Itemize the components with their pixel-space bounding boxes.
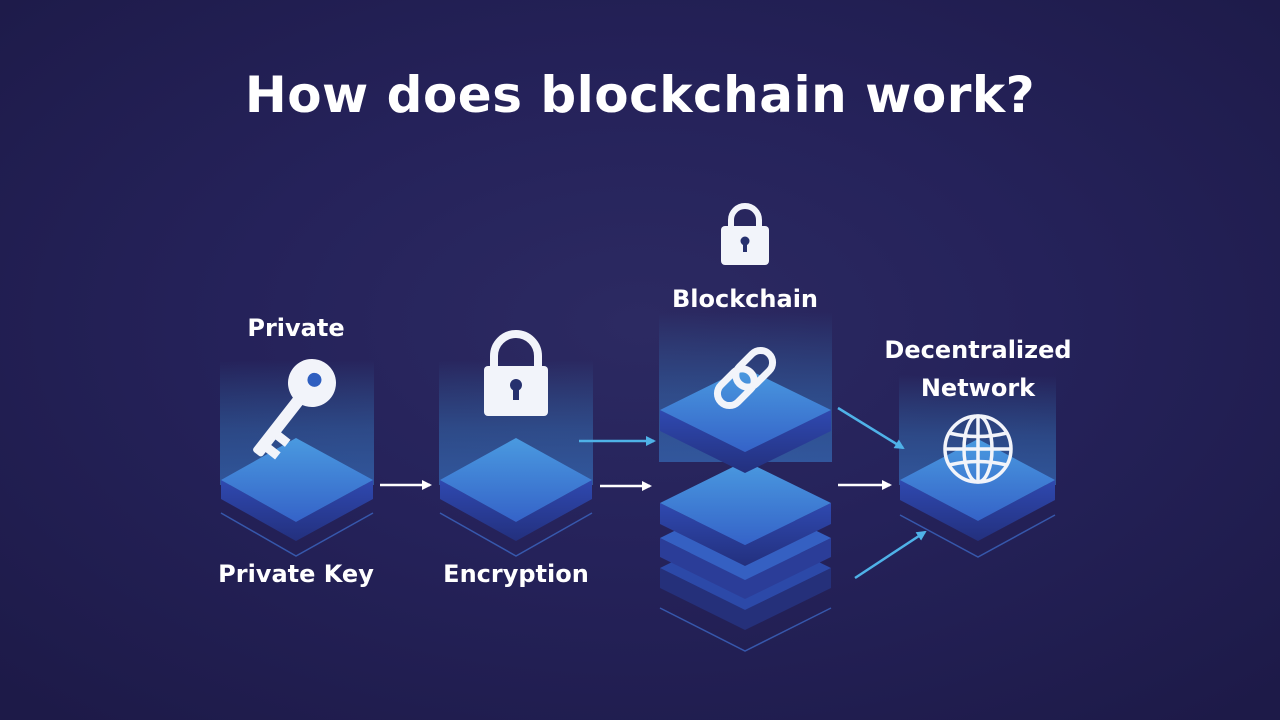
padlock-icon (484, 330, 548, 416)
padlock-icon (721, 203, 769, 265)
stage-encryption (439, 330, 593, 557)
tile-shadow-line (659, 607, 832, 652)
tile-shadow-line (899, 514, 1056, 558)
tile-shadow-line (439, 512, 593, 557)
arrow-diagonal (854, 530, 927, 580)
label-blockchain: Blockchain (671, 285, 818, 313)
stage-network (899, 375, 1056, 558)
tile (440, 438, 592, 541)
label-line: Network (920, 374, 1036, 402)
arrow-diagonal (837, 406, 905, 450)
label-decentralized-network: Decentralized Network (866, 331, 1090, 407)
tile-shadow-line (220, 512, 374, 557)
stage-blockchain (659, 203, 832, 652)
flow-arrows (380, 406, 927, 580)
label-private: Private (247, 314, 345, 342)
key-icon (253, 359, 336, 460)
chain-link-icon (713, 346, 777, 410)
label-private-key: Private Key (218, 560, 374, 588)
tile (221, 438, 373, 541)
globe-icon (943, 414, 1013, 484)
label-encryption: Encryption (443, 560, 589, 588)
block-layer-2 (660, 461, 831, 566)
block-layer-1 (660, 368, 831, 473)
label-line: Decentralized (884, 336, 1072, 364)
page-title: How does blockchain work? (244, 66, 1036, 124)
stage-private-key (220, 359, 374, 557)
